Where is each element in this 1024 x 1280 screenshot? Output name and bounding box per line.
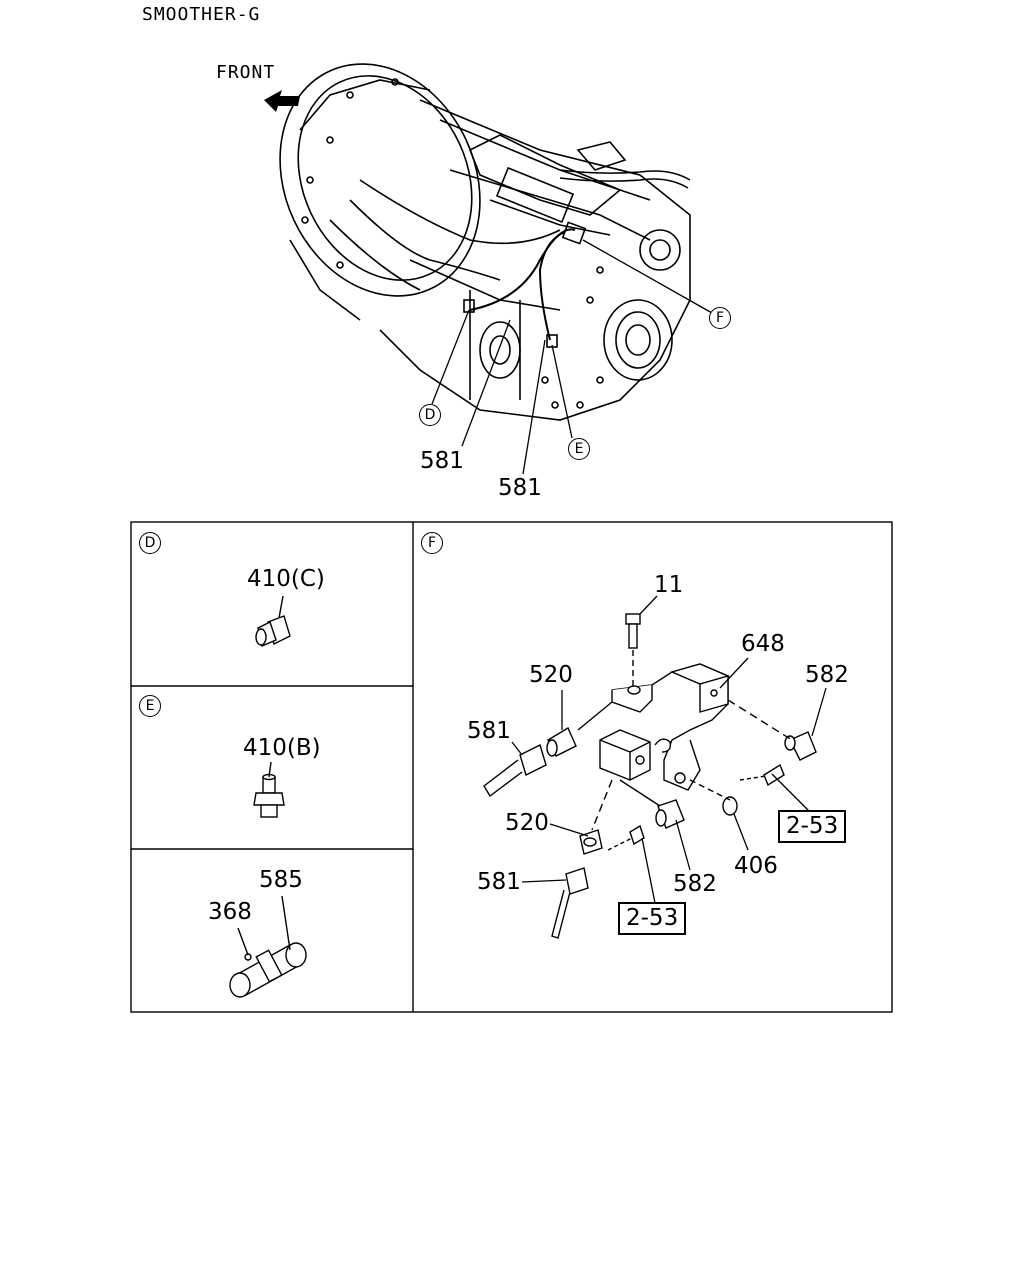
part-label-581-left[interactable]: 581 — [420, 448, 464, 474]
part-label-581-top[interactable]: 581 — [467, 718, 511, 744]
part-label-406[interactable]: 406 — [734, 853, 778, 879]
part-label-581-bottom[interactable]: 581 — [477, 869, 521, 895]
part-label-582-right[interactable]: 582 — [805, 662, 849, 688]
front-arrow-icon — [264, 90, 300, 112]
part-label-582-bottom[interactable]: 582 — [673, 871, 717, 897]
callout-e[interactable]: E — [568, 438, 590, 460]
part-label-410c[interactable]: 410(C) — [247, 566, 325, 592]
part-label-648[interactable]: 648 — [741, 631, 785, 657]
fitting-410c-drawing — [255, 595, 291, 647]
callout-f[interactable]: F — [709, 307, 731, 329]
detail-panel-frame — [130, 521, 893, 1013]
part-label-585[interactable]: 585 — [259, 867, 303, 893]
part-label-581-right[interactable]: 581 — [498, 475, 542, 501]
ref-label-2-53-bottom[interactable]: 2-53 — [618, 902, 687, 935]
panel-f-key: F — [421, 532, 443, 554]
main-leader-lines — [431, 239, 713, 475]
part-label-11[interactable]: 11 — [654, 572, 684, 598]
sensor-bracket-assembly-drawing — [483, 613, 817, 939]
front-direction-label: FRONT — [216, 62, 276, 83]
clamp-585-drawing — [229, 895, 307, 998]
part-label-520-top[interactable]: 520 — [529, 662, 573, 688]
transmission-assembly — [279, 63, 691, 421]
ref-label-2-53-right[interactable]: 2-53 — [778, 810, 847, 843]
callout-d[interactable]: D — [419, 404, 441, 426]
part-label-520-bottom[interactable]: 520 — [505, 810, 549, 836]
model-title: SMOOTHER-G — [142, 4, 261, 25]
part-label-368[interactable]: 368 — [208, 899, 252, 925]
panel-d-key: D — [139, 532, 161, 554]
fitting-410b-drawing — [253, 761, 285, 818]
panel-f-leader-lines — [511, 595, 827, 909]
part-label-410b[interactable]: 410(B) — [243, 735, 321, 761]
panel-e-key: E — [139, 695, 161, 717]
